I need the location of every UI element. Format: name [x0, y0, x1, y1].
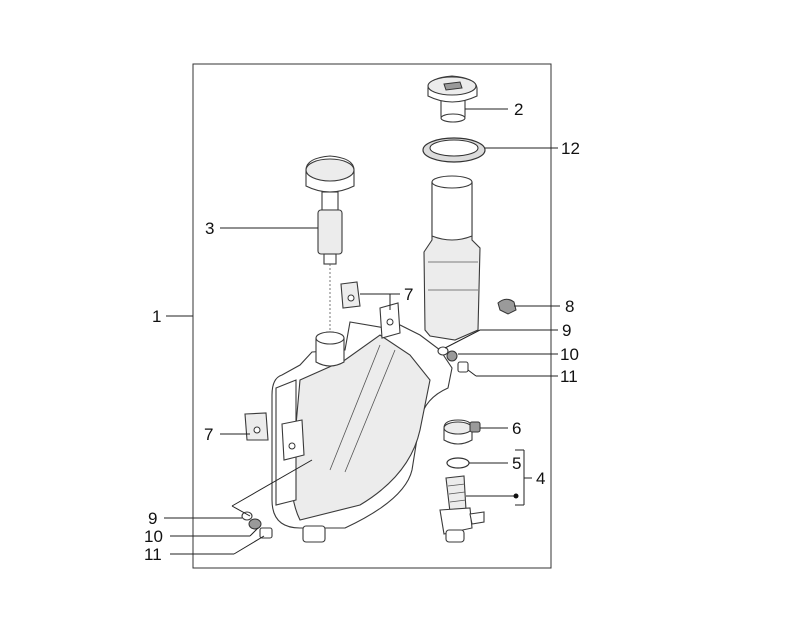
filler-cap	[427, 75, 478, 123]
hose-clamp	[443, 419, 481, 445]
label-part-8: 8	[565, 297, 574, 316]
label-part-10-lower: 10	[144, 527, 163, 546]
label-part-4: 4	[536, 469, 545, 488]
reservoir-tank	[271, 321, 453, 543]
label-part-2: 2	[514, 100, 523, 119]
float-cap-assembly	[305, 155, 355, 330]
pump-filter	[439, 475, 485, 543]
label-part-7-lower: 7	[204, 425, 213, 444]
leader-lines	[164, 108, 560, 555]
seal-ring	[422, 137, 486, 163]
label-part-11-right: 11	[560, 367, 578, 386]
side-fittings-lower	[241, 511, 273, 539]
label-part-6: 6	[512, 419, 521, 438]
clip-upper	[340, 281, 401, 339]
label-part-11-lower: 11	[144, 545, 162, 564]
side-fittings-right	[437, 346, 469, 373]
filler-neck-tower	[423, 175, 481, 341]
label-part-5: 5	[512, 454, 521, 473]
label-part-3: 3	[205, 219, 214, 238]
label-part-9-lower: 9	[148, 509, 157, 528]
o-ring	[446, 457, 470, 469]
clip-lower	[244, 412, 305, 461]
label-part-1: 1	[152, 307, 161, 326]
label-part-10-right: 10	[560, 345, 579, 364]
label-part-9-right: 9	[562, 321, 571, 340]
label-part-12: 12	[561, 139, 580, 158]
small-hose-clip	[497, 298, 517, 315]
label-part-7-upper: 7	[404, 285, 413, 304]
